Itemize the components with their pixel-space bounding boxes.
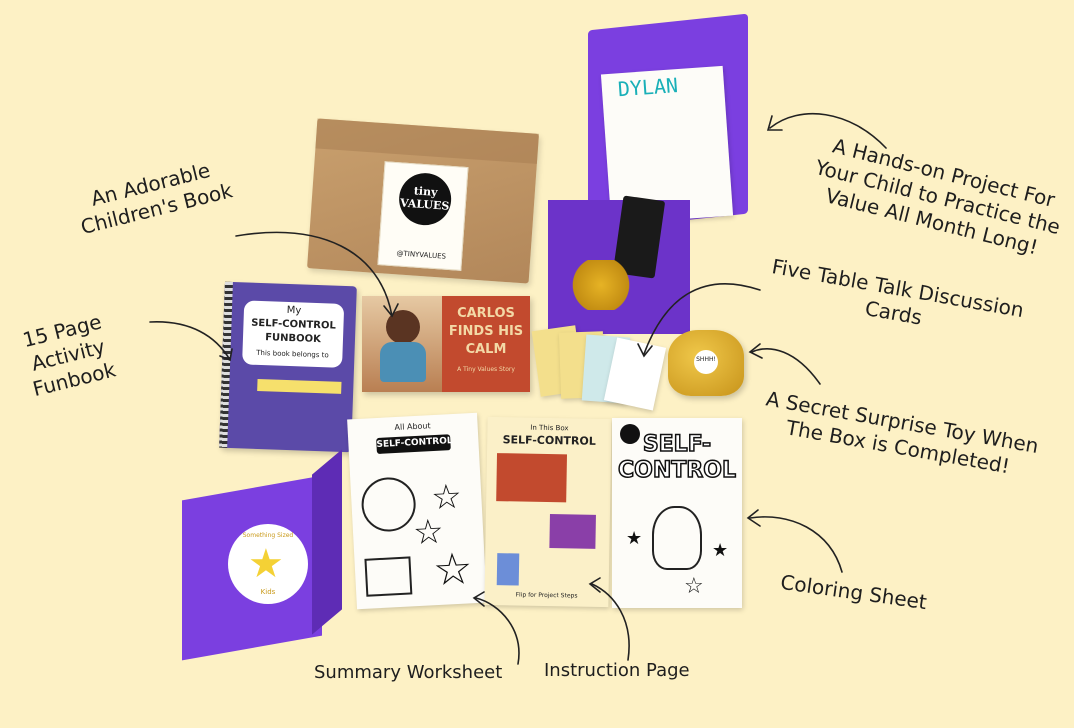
arrow-to-coloring (749, 516, 843, 573)
arrow-to-funbook (149, 321, 231, 361)
arrow-to-pouch-head (748, 343, 763, 359)
arrow-to-coloring-head (746, 509, 761, 527)
coloring-star-icon-3: ☆ (684, 574, 704, 599)
book-left-page-illustration (362, 296, 442, 392)
coloring-meditating-child (652, 506, 702, 570)
arrow-to-instruction-head (588, 577, 601, 593)
coloring-title-1: SELF- (642, 431, 712, 458)
pouch-tag-text: SHHH! (696, 356, 716, 363)
arrow-to-project-head (766, 115, 783, 131)
childrens-book: CARLOS FINDS HIS CALM A Tiny Values Stor… (362, 296, 530, 392)
book-child-body (380, 342, 426, 382)
book-title-1: CARLOS (457, 306, 515, 321)
arrow-to-book-head (383, 303, 399, 318)
label-instruction-page: Instruction Page (544, 660, 690, 683)
label-summary-line: Summary Worksheet (314, 662, 503, 683)
star-sticker: Something Sized ★ Kids (228, 524, 308, 604)
label-instruction-line: Instruction Page (544, 660, 690, 681)
coloring-sheet-logo (620, 424, 640, 444)
coloring-title-2: CONTROL (617, 457, 736, 484)
arrow-to-project (769, 112, 887, 149)
coloring-sheet-page: SELF- CONTROL ★ ★ ☆ (612, 418, 742, 608)
arrow-to-cards (643, 283, 761, 355)
coloring-star-icon-2: ★ (712, 540, 729, 561)
arrow-to-pouch (751, 348, 821, 385)
arrow-to-cards-head (637, 343, 653, 358)
gold-surprise-pouch: SHHH! (668, 330, 744, 396)
arrow-to-worksheet-head (472, 591, 485, 607)
pouch-tag (694, 350, 718, 374)
purple-star-box: Something Sized ★ Kids (182, 449, 342, 661)
purple-project-box: DYLAN (548, 13, 748, 334)
coloring-star-icon-1: ★ (626, 528, 643, 549)
arrow-to-book (235, 231, 393, 317)
star-sticker-top-text: Something Sized (242, 532, 294, 539)
book-title-3: CALM (465, 342, 507, 357)
book-subtitle: A Tiny Values Story (457, 366, 515, 373)
gold-toy-pieces (570, 260, 632, 310)
arrow-to-funbook-head (219, 348, 233, 362)
star-sticker-bottom-text: Kids (260, 588, 276, 596)
yellow-star-icon: ★ (248, 541, 284, 587)
label-summary-worksheet: Summary Worksheet (314, 662, 502, 685)
book-title-2: FINDS HIS (448, 324, 524, 339)
arrow-to-instruction (591, 583, 630, 661)
arrow-to-worksheet (475, 597, 520, 665)
